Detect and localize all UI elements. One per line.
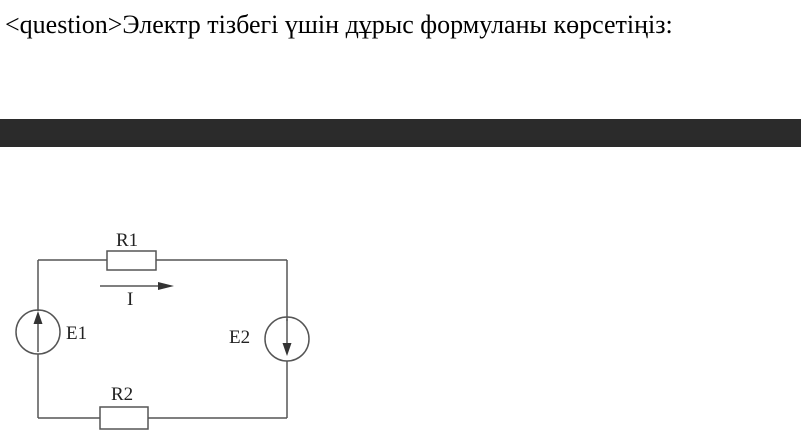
label-r2: R2 bbox=[111, 384, 133, 405]
e1-arrow-head bbox=[33, 311, 43, 324]
label-r1: R1 bbox=[116, 230, 138, 251]
resistor-r2 bbox=[99, 406, 149, 430]
question-text: <question>Электр тізбегі үшін дұрыс форм… bbox=[5, 10, 673, 39]
circuit-diagram: R1 I E1 E2 R2 bbox=[15, 230, 310, 430]
label-e2: E2 bbox=[229, 327, 250, 348]
current-arrow-head bbox=[158, 282, 174, 290]
label-e1: E1 bbox=[66, 323, 87, 344]
e2-arrow-head bbox=[282, 343, 292, 356]
resistor-r1 bbox=[106, 250, 157, 271]
dark-divider-band bbox=[0, 119, 801, 147]
label-current: I bbox=[127, 289, 133, 310]
